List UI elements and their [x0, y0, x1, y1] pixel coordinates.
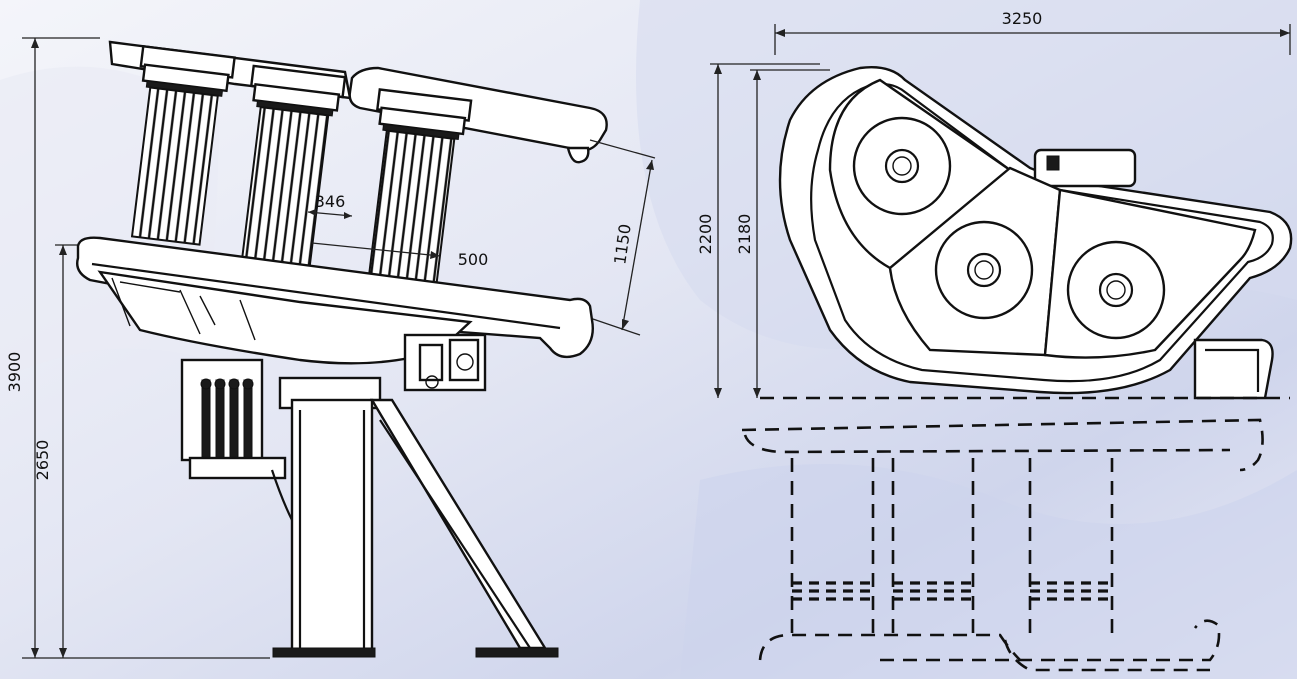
front-elevation-view [710, 24, 1293, 672]
side-elevation-view [22, 37, 656, 659]
dim-side-height-a: 2200 [696, 214, 715, 255]
background-cloud [680, 464, 1297, 679]
dim-column-width: 500 [458, 250, 489, 269]
dim-side-height-b: 2180 [735, 214, 754, 255]
dim-platform-height: 2650 [33, 440, 52, 481]
dim-column-gap: 346 [315, 192, 346, 211]
dim-total-height: 3900 [5, 352, 24, 393]
dim-total-width: 3250 [1002, 9, 1043, 28]
